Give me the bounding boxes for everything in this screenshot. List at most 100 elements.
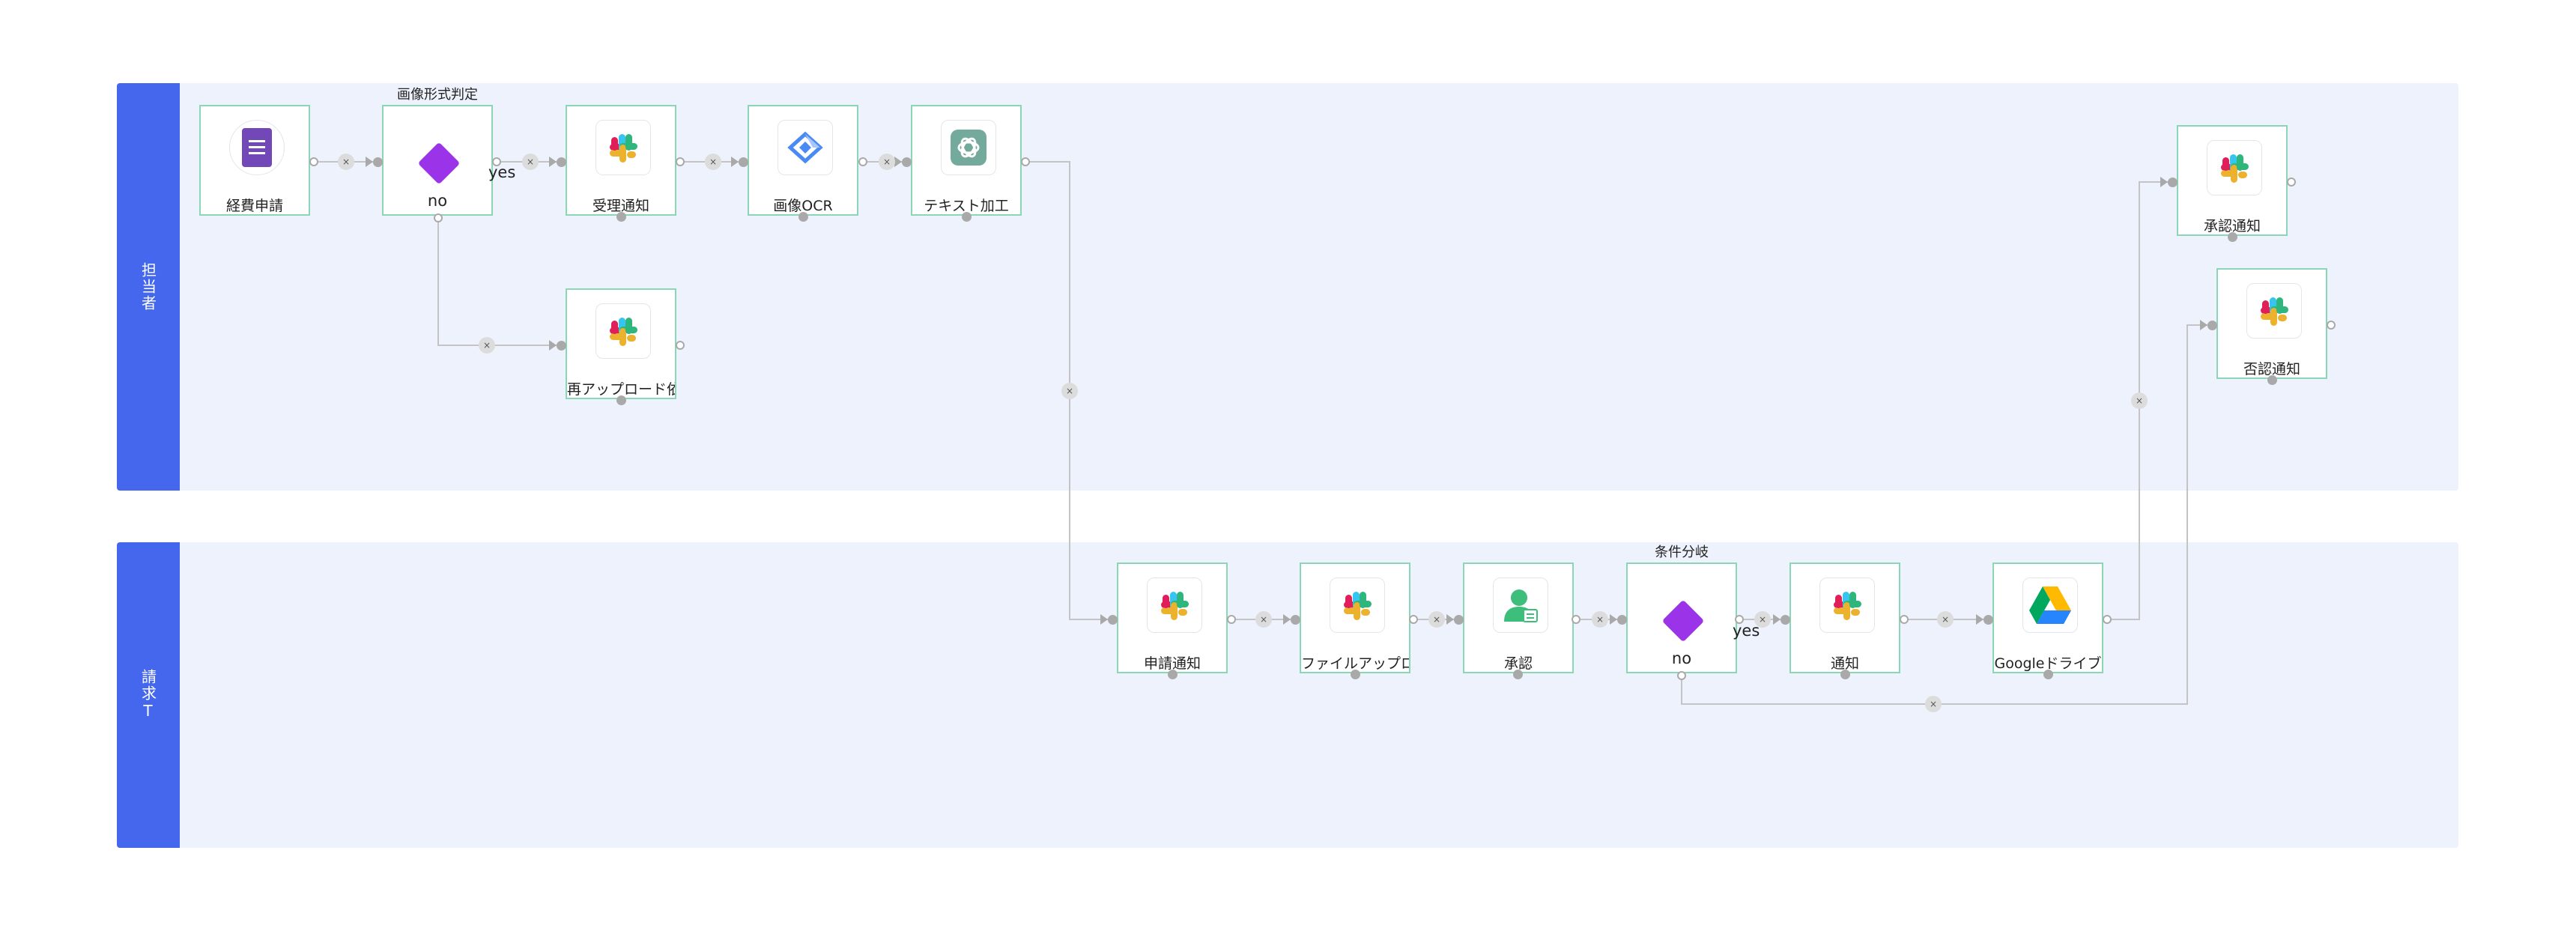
arrow-head — [731, 157, 739, 167]
bottom-port[interactable] — [962, 212, 972, 222]
icon-box — [1819, 577, 1875, 633]
input-port[interactable] — [557, 341, 566, 351]
output-port[interactable] — [2103, 615, 2112, 624]
connector-button[interactable]: × — [2131, 392, 2148, 409]
branch-yes-label: yes — [488, 163, 516, 181]
arrow-head — [1610, 614, 1617, 625]
node-label: Googleドライブ — [1994, 655, 2102, 672]
connector-button[interactable]: × — [1255, 611, 1272, 628]
input-port[interactable] — [1291, 615, 1300, 625]
icon-box — [595, 303, 651, 359]
node-label: 再アップロード依 — [567, 381, 675, 398]
output-port[interactable] — [1409, 615, 1418, 624]
node-gazou-ocr[interactable]: 画像OCR — [748, 105, 858, 216]
wire — [1681, 324, 2216, 705]
node-label: テキスト加工 — [924, 198, 1009, 214]
node-hinin-tsuchi[interactable]: 否認通知 — [2216, 268, 2327, 379]
output-port[interactable] — [309, 157, 318, 166]
node-google-drive[interactable]: Googleドライブ — [1992, 562, 2103, 673]
connector-button[interactable]: × — [1592, 611, 1608, 628]
connector-button[interactable]: × — [879, 154, 895, 170]
bottom-port[interactable] — [1351, 670, 1360, 679]
bottom-port[interactable] — [616, 212, 626, 222]
output-port[interactable] — [1227, 615, 1236, 624]
node-gazou-hantei[interactable]: 画像形式判定 no — [382, 87, 493, 216]
connector-button[interactable]: × — [1937, 611, 1954, 628]
icon-box — [778, 120, 833, 175]
node-keihi-shinsei[interactable]: 経費申請 — [199, 105, 310, 216]
bottom-port[interactable] — [1513, 670, 1523, 679]
output-port[interactable] — [2327, 321, 2336, 330]
node-shonin[interactable]: 承認 — [1463, 562, 1574, 673]
input-port[interactable] — [739, 157, 748, 167]
node-label: 経費申請 — [225, 198, 283, 214]
node-juri-tsuchi[interactable]: 受理通知 — [566, 105, 676, 216]
input-port[interactable] — [902, 157, 912, 167]
output-port[interactable] — [1735, 615, 1744, 624]
input-port[interactable] — [1617, 615, 1627, 625]
bottom-port[interactable] — [2043, 670, 2053, 679]
branch-title: 画像形式判定 — [397, 87, 478, 103]
output-port[interactable] — [676, 341, 685, 350]
node-label: 申請通知 — [1143, 655, 1201, 672]
node-label: 承認 — [1503, 655, 1533, 672]
bottom-port[interactable] — [1168, 670, 1178, 679]
bottom-port[interactable] — [616, 395, 626, 405]
node-label: 否認通知 — [2243, 361, 2300, 377]
connector-button[interactable]: × — [1428, 611, 1445, 628]
connector-button[interactable]: × — [338, 154, 354, 170]
input-port[interactable] — [1781, 615, 1790, 625]
input-port[interactable] — [1983, 615, 1993, 625]
arrow-head — [366, 157, 373, 167]
connector-button[interactable]: × — [1754, 611, 1771, 628]
slack-icon — [1344, 592, 1372, 620]
lane-title: 請求T — [139, 669, 157, 721]
lane-tantousha: 担当者 — [117, 83, 2458, 491]
connector-button[interactable]: × — [522, 154, 539, 170]
arrow-head — [894, 157, 902, 167]
openai-icon — [951, 130, 987, 166]
output-port-no[interactable] — [434, 213, 443, 222]
google-forms-icon — [242, 128, 272, 167]
slack-icon — [1834, 592, 1861, 620]
input-port[interactable] — [557, 157, 566, 167]
google-drive-icon — [2029, 586, 2071, 624]
output-port[interactable] — [676, 157, 685, 166]
icon-box — [1330, 577, 1385, 633]
node-tsuchi[interactable]: 通知 — [1789, 562, 1900, 673]
output-port[interactable] — [1572, 615, 1581, 624]
node-sai-upload[interactable]: 再アップロード依 — [566, 288, 676, 399]
input-port[interactable] — [1454, 615, 1464, 625]
bottom-port[interactable] — [2267, 375, 2277, 385]
node-jouken-bunki[interactable]: 条件分岐 no — [1626, 545, 1737, 673]
bottom-port[interactable] — [2228, 232, 2237, 242]
output-port[interactable] — [1900, 615, 1909, 624]
connector-button[interactable]: × — [1925, 696, 1942, 712]
bottom-port[interactable] — [1840, 670, 1850, 679]
input-port[interactable] — [2168, 178, 2178, 187]
output-port[interactable] — [1021, 157, 1030, 166]
icon-box — [2246, 283, 2302, 339]
output-port[interactable] — [858, 157, 867, 166]
arrow-head — [1446, 614, 1454, 625]
output-port[interactable] — [2287, 178, 2296, 186]
bottom-port[interactable] — [798, 212, 808, 222]
icon-box — [2022, 577, 2078, 633]
connector-button[interactable]: × — [705, 154, 721, 170]
node-file-upload[interactable]: ファイルアップロ — [1300, 562, 1410, 673]
slack-icon — [610, 318, 637, 346]
connector-button[interactable]: × — [479, 337, 495, 354]
connector-button[interactable]: × — [1061, 383, 1078, 399]
node-label: 通知 — [1830, 655, 1859, 672]
node-text-kakou[interactable]: テキスト加工 — [911, 105, 1022, 216]
input-port[interactable] — [1108, 615, 1118, 625]
output-port-no[interactable] — [1677, 671, 1686, 680]
node-shinsei-tsuchi[interactable]: 申請通知 — [1117, 562, 1228, 673]
node-shonin-tsuchi[interactable]: 承認通知 — [2177, 125, 2288, 236]
input-port[interactable] — [373, 157, 383, 167]
node-label: 受理通知 — [592, 198, 649, 214]
input-port[interactable] — [2207, 321, 2217, 330]
output-port[interactable] — [492, 157, 501, 166]
lane-header: 請求T — [117, 542, 180, 848]
icon-box — [2207, 140, 2262, 195]
